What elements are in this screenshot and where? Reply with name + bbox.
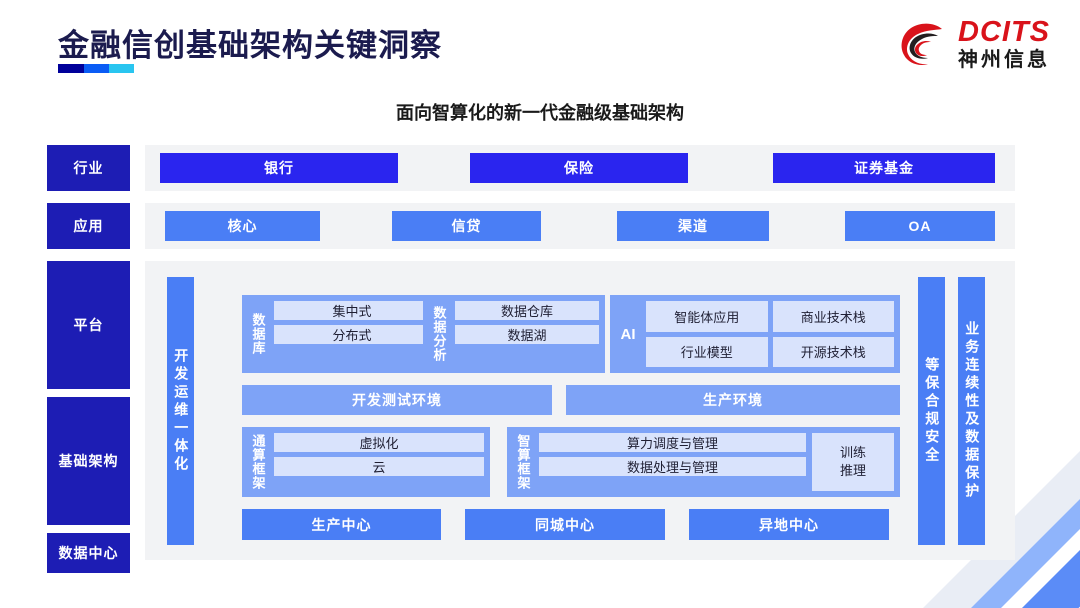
page-title: 金融信创基础架构关键洞察 [58, 28, 442, 63]
app-chip-oa[interactable]: OA [845, 211, 995, 241]
industry-chip-securities[interactable]: 证券基金 [773, 153, 995, 183]
cell-industry-model[interactable]: 行业模型 [646, 336, 768, 367]
bar-dev-test-env[interactable]: 开发测试环境 [242, 385, 552, 415]
cell-train-infer[interactable]: 训练 推理 [812, 433, 894, 491]
cell-data-warehouse[interactable]: 数据仓库 [455, 301, 599, 320]
brand-logo: DCITS 神州信息 [898, 18, 1050, 70]
rail-item-industry[interactable]: 行业 [47, 145, 130, 191]
group-analytics-label: 数据分析 [431, 306, 447, 362]
industry-chip-bank[interactable]: 银行 [160, 153, 398, 183]
cell-data-lake[interactable]: 数据湖 [455, 325, 599, 344]
dcits-swirl-icon [901, 23, 942, 65]
logo-cn-text: 神州信息 [958, 49, 1050, 71]
cell-data-processing[interactable]: 数据处理与管理 [539, 457, 806, 476]
platform-panel: 开发运维一体化 等保合规安全 业务连续性及数据保护 数据库 集中式 分布式 数据… [145, 261, 1015, 560]
app-chip-core[interactable]: 核心 [165, 211, 320, 241]
cell-compute-scheduling[interactable]: 算力调度与管理 [539, 433, 806, 452]
subtitle: 面向智算化的新一代金融级基础架构 [396, 103, 684, 123]
rail-item-platform[interactable]: 平台 [47, 261, 130, 389]
industry-chip-insurance[interactable]: 保险 [470, 153, 688, 183]
group-general-framework-label: 通算框架 [250, 434, 266, 490]
cell-commercial-stack[interactable]: 商业技术栈 [772, 301, 894, 332]
bar-production-env[interactable]: 生产环境 [566, 385, 900, 415]
group-general-compute-framework[interactable]: 通算框架 虚拟化 云 [242, 427, 490, 497]
rail-label: 应用 [73, 218, 104, 234]
rail-item-application[interactable]: 应用 [47, 203, 130, 249]
cell-centralized[interactable]: 集中式 [274, 301, 430, 320]
group-ai-compute-framework[interactable]: 智算框架 算力调度与管理 数据处理与管理 训练 推理 [507, 427, 900, 497]
group-ai-framework-label: 智算框架 [515, 434, 531, 490]
rail-label: 基础架构 [58, 453, 119, 469]
industry-panel: 银行 保险 证券基金 [145, 145, 1015, 191]
vbar-continuity-protection[interactable]: 业务连续性及数据保护 [958, 277, 985, 545]
title-underline [58, 64, 134, 73]
app-chip-channel[interactable]: 渠道 [617, 211, 769, 241]
logo-en-text: DCITS [958, 16, 1050, 48]
bar-remote-center[interactable]: 异地中心 [689, 509, 889, 540]
group-database[interactable]: 数据库 集中式 分布式 [242, 295, 436, 373]
application-panel: 核心 信贷 渠道 OA [145, 203, 1015, 249]
group-ai[interactable]: AI 智能体应用 商业技术栈 行业模型 开源技术栈 [610, 295, 900, 373]
cell-cloud[interactable]: 云 [274, 457, 484, 476]
bar-production-center[interactable]: 生产中心 [242, 509, 441, 540]
rail-label: 行业 [73, 160, 104, 176]
rail-item-infra[interactable]: 基础架构 [47, 397, 130, 525]
rail-label: 数据中心 [58, 545, 119, 561]
cell-distributed[interactable]: 分布式 [274, 325, 430, 344]
bar-metro-center[interactable]: 同城中心 [465, 509, 665, 540]
vbar-devops[interactable]: 开发运维一体化 [167, 277, 194, 545]
cell-virtualization[interactable]: 虚拟化 [274, 433, 484, 452]
cell-agent-apps[interactable]: 智能体应用 [646, 301, 768, 332]
rail-label: 平台 [73, 317, 104, 333]
cell-opensource-stack[interactable]: 开源技术栈 [772, 336, 894, 367]
group-ai-label: AI [620, 325, 636, 343]
group-data-analytics[interactable]: 数据分析 数据仓库 数据湖 [423, 295, 605, 373]
rail-item-datacenter[interactable]: 数据中心 [47, 533, 130, 573]
app-chip-credit[interactable]: 信贷 [392, 211, 541, 241]
vbar-compliance-security[interactable]: 等保合规安全 [918, 277, 945, 545]
group-database-label: 数据库 [250, 313, 266, 355]
